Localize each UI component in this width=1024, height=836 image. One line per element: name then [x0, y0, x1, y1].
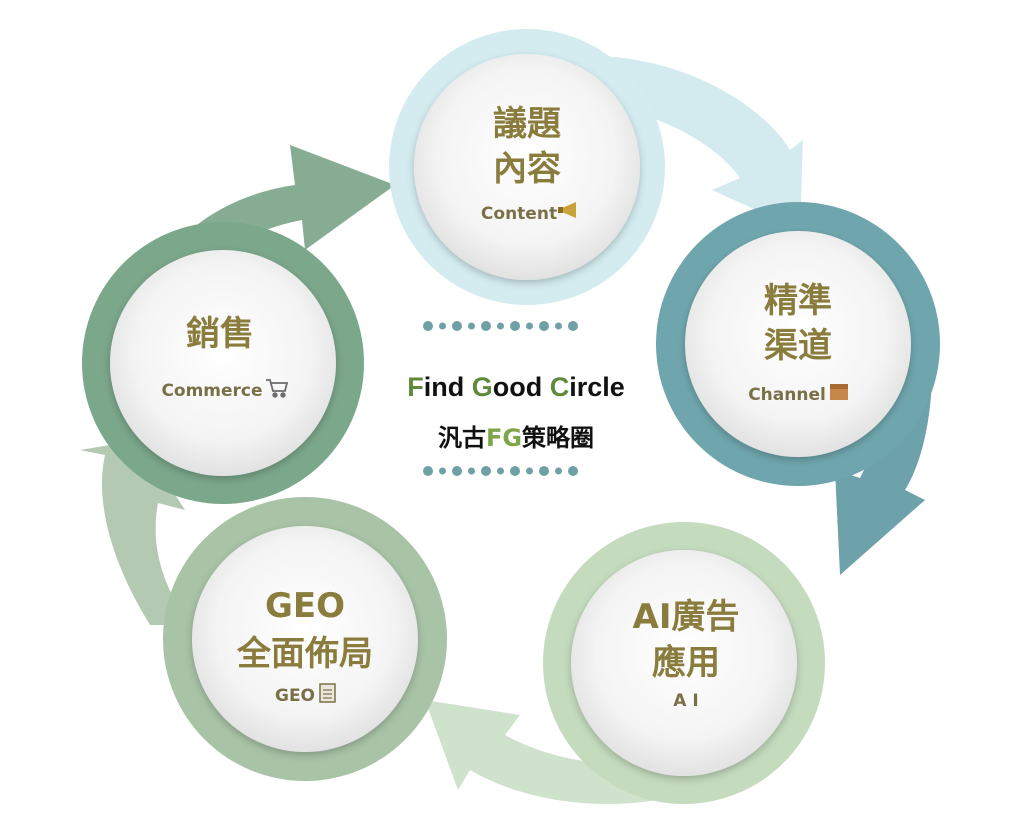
center-title-part: ood [493, 372, 550, 402]
center-title-part: ircle [569, 372, 625, 402]
center-title: Find Good Circle [407, 372, 625, 402]
disc-ai [571, 550, 797, 776]
node-geo-line2: 全面佈局 [236, 634, 373, 674]
cart-icon [266, 379, 289, 398]
node-content: 議題 內容 Content [389, 29, 665, 305]
node-content-line1: 議題 [493, 104, 561, 144]
megaphone-icon [558, 202, 576, 218]
disc-channel [685, 231, 911, 457]
center-title-part: ind [424, 372, 472, 402]
dot [452, 466, 462, 476]
node-content-line2: 內容 [493, 149, 561, 189]
center-label: Find Good Circle 汎古FG策略圈 [407, 321, 625, 476]
dot [468, 467, 475, 475]
center-title-part: F [407, 372, 424, 402]
node-channel-line2: 渠道 [764, 326, 832, 366]
node-ai: AI廣告 應用 A I [543, 522, 825, 804]
dot [497, 467, 504, 475]
center-subtitle-part: 策略圈 [522, 424, 594, 452]
dots-bottom [423, 466, 578, 476]
node-geo-line1: GEO [265, 586, 345, 626]
center-subtitle-part: FG [486, 424, 522, 452]
disc-geo [192, 526, 418, 752]
dot [439, 322, 446, 330]
dot [423, 466, 433, 476]
dot [497, 322, 504, 330]
disc-content [414, 54, 640, 280]
dot [481, 321, 491, 331]
node-channel-line1: 精準 [764, 281, 832, 321]
node-channel: 精準 渠道 Channel [656, 202, 940, 486]
dot [568, 466, 578, 476]
dot [526, 467, 533, 475]
node-ai-sub: A I [673, 691, 698, 711]
dot [510, 321, 520, 331]
dot [439, 467, 446, 475]
node-ai-line1: AI廣告 [633, 597, 740, 637]
clipboard-icon [319, 683, 336, 703]
dot [555, 467, 562, 475]
dot [481, 466, 491, 476]
package-icon [830, 384, 848, 400]
dot [555, 322, 562, 330]
node-channel-sub: Channel [748, 385, 826, 405]
disc-commerce [110, 250, 336, 476]
node-commerce: 銷售 Commerce [82, 222, 364, 504]
center-subtitle: 汎古FG策略圈 [438, 424, 594, 452]
center-title-part: G [472, 372, 493, 402]
node-ai-line2: 應用 [652, 643, 720, 683]
dot [539, 321, 549, 331]
dot [452, 321, 462, 331]
dot [510, 466, 520, 476]
node-geo: GEO 全面佈局 GEO [163, 497, 447, 781]
dot [526, 322, 533, 330]
dot [568, 321, 578, 331]
dot [423, 321, 433, 331]
center-title-part: C [550, 372, 570, 402]
node-content-sub: Content [481, 204, 557, 224]
dot [539, 466, 549, 476]
node-geo-sub: GEO [275, 686, 315, 706]
center-subtitle-part: 汎古 [438, 424, 486, 452]
node-commerce-line1: 銷售 [186, 314, 254, 354]
dots-top [423, 321, 578, 331]
dot [468, 322, 475, 330]
node-commerce-sub: Commerce [161, 381, 262, 401]
